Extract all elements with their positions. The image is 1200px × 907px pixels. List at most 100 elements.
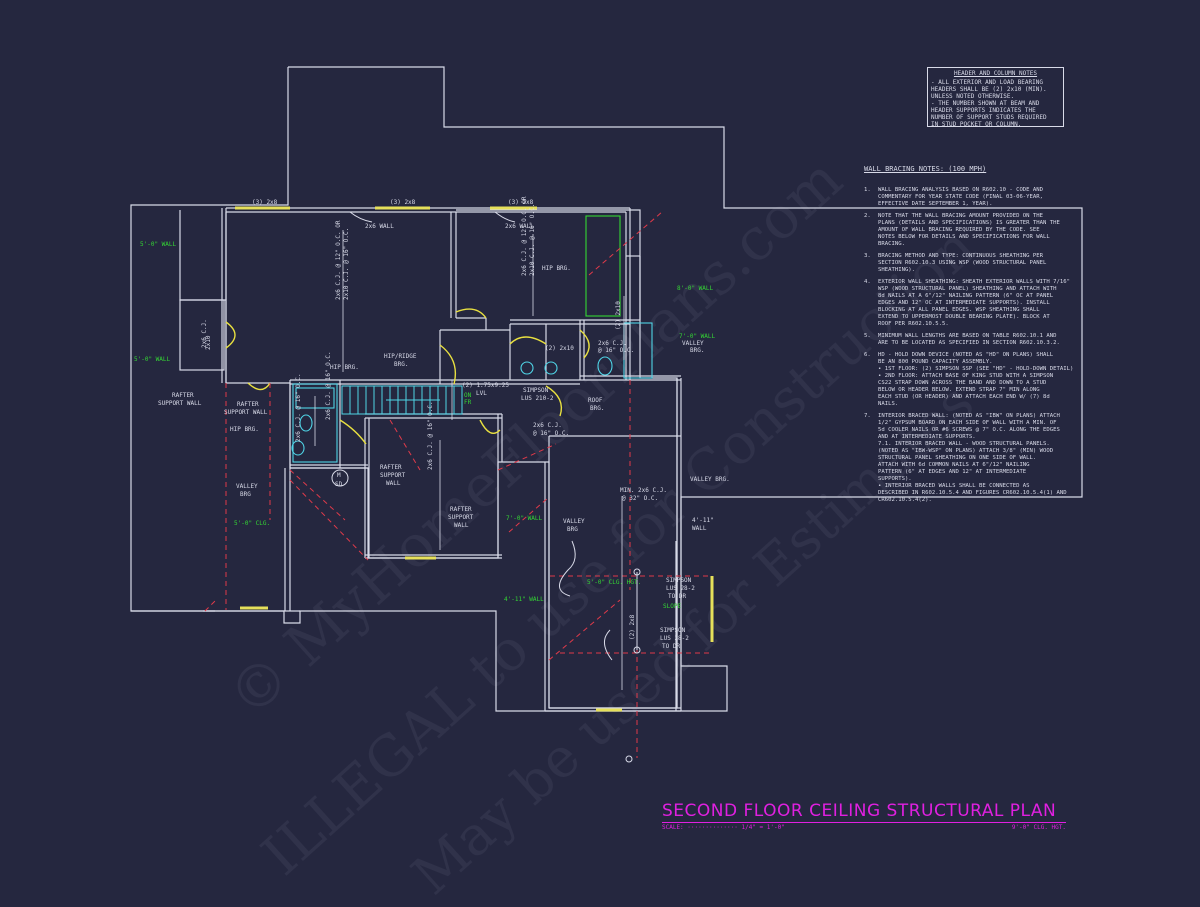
plan-label-cj-small-1: 2x6 C.J. bbox=[598, 340, 627, 347]
hidden-line bbox=[548, 599, 621, 661]
toilet-1 bbox=[299, 414, 313, 432]
wall-bracing-line: (NOTED AS "IBW-WSP" ON PLANS) ATTACH 3/8… bbox=[878, 448, 1054, 454]
plan-label-rafter-1: RAFTER bbox=[172, 392, 194, 399]
plan-label-rafter-8: RAFTER bbox=[450, 506, 472, 513]
plan-label-simpson-1: SIMPSON bbox=[523, 387, 549, 394]
plan-label-g-clg-5-0: 5'-0" CLG. bbox=[234, 520, 270, 527]
wall-bracing-item-number: 7. bbox=[864, 413, 871, 419]
wall-bracing-line: MINIMUM WALL LENGTHS ARE BASED ON TABLE … bbox=[878, 333, 1057, 339]
plan-label-g-on-fr-2: FR bbox=[464, 399, 472, 406]
wall-bracing-line: PLANS (DETAILS AND SPECIFICATIONS) IS GR… bbox=[878, 220, 1060, 226]
header-column-note-line: UNLESS NOTED OTHERWISE. bbox=[931, 93, 1015, 100]
wall-bracing-line: BE AN 800 POUND CAPACITY ASSEMBLY. bbox=[878, 359, 993, 365]
plan-label-min-cj-1: MIN. 2x6 C.J. bbox=[620, 487, 667, 494]
plan-label-valley-2: BRG bbox=[240, 491, 251, 498]
plan-label-rafter-7: WALL bbox=[386, 480, 401, 487]
plan-label-cj-small-2: @ 16" O.C. bbox=[598, 347, 634, 354]
wall-bracing-item-text: HD - HOLD DOWN DEVICE (NOTED AS "HD" ON … bbox=[878, 352, 1084, 408]
wall-bracing-line: HD - HOLD DOWN DEVICE (NOTED AS "HD" ON … bbox=[878, 352, 1054, 358]
bathtub-1 bbox=[292, 383, 338, 463]
wall-bracing-line: 8d NAILS AT A 6"/12" NAILING PATTERN (6"… bbox=[878, 293, 1054, 299]
plan-label-m-mark-2: SD bbox=[335, 481, 343, 488]
wall-bracing-item: 1.WALL BRACING ANALYSIS BASED ON R602.10… bbox=[864, 187, 1084, 208]
hidden-line bbox=[389, 419, 421, 471]
wall-bracing-line: EFFECTIVE DATE SEPTEMBER 1, YEAR). bbox=[878, 201, 993, 207]
plan-label-g-on-fr-1: ON bbox=[464, 392, 472, 399]
wall-bracing-item-number: 5. bbox=[864, 333, 871, 339]
wall-bracing-item-text: MINIMUM WALL LENGTHS ARE BASED ON TABLE … bbox=[878, 333, 1084, 347]
header-column-note-line: - THE NUMBER SHOWN AT BEAM AND bbox=[931, 100, 1040, 107]
door-bedroom-2 bbox=[439, 344, 457, 385]
door-bath-2 bbox=[579, 329, 590, 359]
wall-bracing-line: BLOCKING AT ALL PANEL EDGES. WSP SHEATHI… bbox=[878, 307, 1040, 313]
plan-label-cj-right-2: 2x10 C.J. @ 16" O.C. bbox=[529, 204, 536, 276]
drawing-title-block: SECOND FLOOR CEILING STRUCTURAL PLAN SCA… bbox=[662, 801, 1066, 831]
wall-bracing-line: NOTE THAT THE WALL BRACING AMOUNT PROVID… bbox=[878, 213, 1044, 219]
wall-bracing-line: EXTERIOR WALL SHEATHING: SHEATH EXTERIOR… bbox=[878, 279, 1070, 285]
hidden-line bbox=[497, 443, 557, 471]
plan-label-beam-2x10-c: 2x10 bbox=[205, 335, 212, 350]
plan-label-lvl-1: (2) 1.75x9.25 bbox=[462, 382, 509, 389]
plan-label-g-wall-8-0: 8'-0" WALL bbox=[677, 285, 714, 292]
wall-bracing-line: BRACING. bbox=[878, 241, 905, 247]
plan-label-rafter-6: SUPPORT bbox=[380, 472, 406, 479]
wall-bracing-item-text: EXTERIOR WALL SHEATHING: SHEATH EXTERIOR… bbox=[878, 279, 1084, 328]
plan-label-g-slope: SLOPE bbox=[663, 603, 681, 610]
plan-label-rafter-4: SUPPORT WALL bbox=[224, 409, 268, 416]
water-heater-2 bbox=[544, 361, 558, 375]
plan-label-simpson-7: LUS 28-2 bbox=[660, 635, 689, 642]
plan-label-rafter-2: SUPPORT WALL bbox=[158, 400, 202, 407]
water-heater-1 bbox=[520, 361, 534, 375]
door-swings bbox=[225, 308, 590, 445]
plan-label-valley-brg-1: VALLEY bbox=[682, 340, 704, 347]
wall-bracing-line: BELOW OR HEADER BELOW. EXTEND STRAP 7" M… bbox=[878, 387, 1040, 393]
plan-label-beam-2x10: (2) 2x10 bbox=[545, 345, 574, 352]
wall-bracing-item: 3.BRACING METHOD AND TYPE: CONTINUOUS SH… bbox=[864, 253, 1084, 274]
stairs bbox=[341, 385, 463, 415]
header-column-note-line: IN STUD POCKET OR COLUMN. bbox=[931, 121, 1022, 128]
plan-label-hip-brg-2: HIP BRG. bbox=[330, 364, 359, 371]
plan-label-simpson-6: SIMPSON bbox=[660, 627, 686, 634]
plan-label-g-wall-5-0-1: 5'-0" WALL bbox=[140, 241, 177, 248]
plan-label-g-wall-7-0: 7'-0" WALL bbox=[679, 333, 716, 340]
plan-label-wall-2x6-left: 2x6 WALL bbox=[365, 223, 394, 230]
plan-label-beam-2x10-b: (2) 2x10 bbox=[615, 301, 622, 330]
wall-bracing-item-text: BRACING METHOD AND TYPE: CONTINUOUS SHEA… bbox=[878, 253, 1084, 274]
ceiling-height: 9'-0" CLG. HGT. bbox=[1011, 824, 1066, 831]
wall-bracing-line: SECTION R602.10.3 USING WSP (WOOD STRUCT… bbox=[878, 260, 1047, 266]
plan-label-cj-left-2: 2x10 C.J. @ 16" O.C. bbox=[343, 228, 350, 300]
title-subline: SCALE: ·············· 1/4" = 1'-0" 9'-0"… bbox=[662, 824, 1066, 831]
plan-label-simpson-5: TO DR bbox=[668, 593, 686, 600]
wall-bracing-line: • 2ND FLOOR: ATTACH BASE OF KING STUD WI… bbox=[878, 373, 1054, 379]
hidden-beam-lines bbox=[204, 211, 710, 758]
header-column-note-line: - ALL EXTERIOR AND LOAD BEARING bbox=[931, 79, 1043, 86]
smoke-detector-mark bbox=[331, 469, 349, 487]
wall-bracing-item: 4. EXTERIOR WALL SHEATHING: SHEATH EXTERI… bbox=[864, 279, 1084, 328]
header-column-note-line: HEADER SUPPORTS INDICATES THE bbox=[931, 107, 1036, 114]
plan-label-header-left: (3) 2x8 bbox=[252, 199, 278, 206]
wall-bracing-line: EXTEND TO UPPERMOST DOUBLE BEARING PLATE… bbox=[878, 314, 1050, 320]
hidden-line bbox=[289, 469, 346, 521]
door-bath-1 bbox=[339, 419, 367, 445]
plan-label-cj-center-1: 2x6 C.J. bbox=[533, 422, 562, 429]
wall-bracing-item: 2.NOTE THAT THE WALL BRACING AMOUNT PROV… bbox=[864, 213, 1084, 248]
wall-bracing-line: ATTACH WITH 6d COMMON NAILS AT 6"/12" NA… bbox=[878, 462, 1030, 468]
leader bbox=[494, 211, 516, 223]
plan-label-lvl-2: LVL bbox=[476, 390, 487, 397]
wall-bracing-notes: WALL BRACING NOTES: (100 MPH) 1.WALL BRA… bbox=[864, 166, 1084, 509]
plan-label-wall-2x6-right: 2x6 WALL bbox=[505, 223, 534, 230]
toilet-2 bbox=[597, 356, 613, 376]
wall-bracing-line: 5d COOLER NAILS OR #6 SCREWS @ 7" O.C. A… bbox=[878, 427, 1060, 433]
wall-bracing-line: • INTERIOR BRACED WALLS SHALL BE CONNECT… bbox=[878, 483, 1030, 489]
wall-bracing-item: 7.INTERIOR BRACED WALL: (NOTED AS "IBW" … bbox=[864, 413, 1084, 504]
plan-label-valley-brg-4: VALLEY bbox=[563, 518, 585, 525]
wall-bracing-items: 1.WALL BRACING ANALYSIS BASED ON R602.10… bbox=[864, 187, 1084, 504]
wall-bracing-line: SHEATHING). bbox=[878, 267, 916, 273]
plan-label-m-mark: M bbox=[337, 472, 341, 479]
plan-label-beam-2x8: (2) 2x8 bbox=[629, 614, 636, 640]
plan-label-rafter-9: SUPPORT bbox=[448, 514, 474, 521]
plan-label-roof-brg-2: BRG. bbox=[590, 405, 604, 412]
wall-bracing-item-number: 4. bbox=[864, 279, 871, 285]
